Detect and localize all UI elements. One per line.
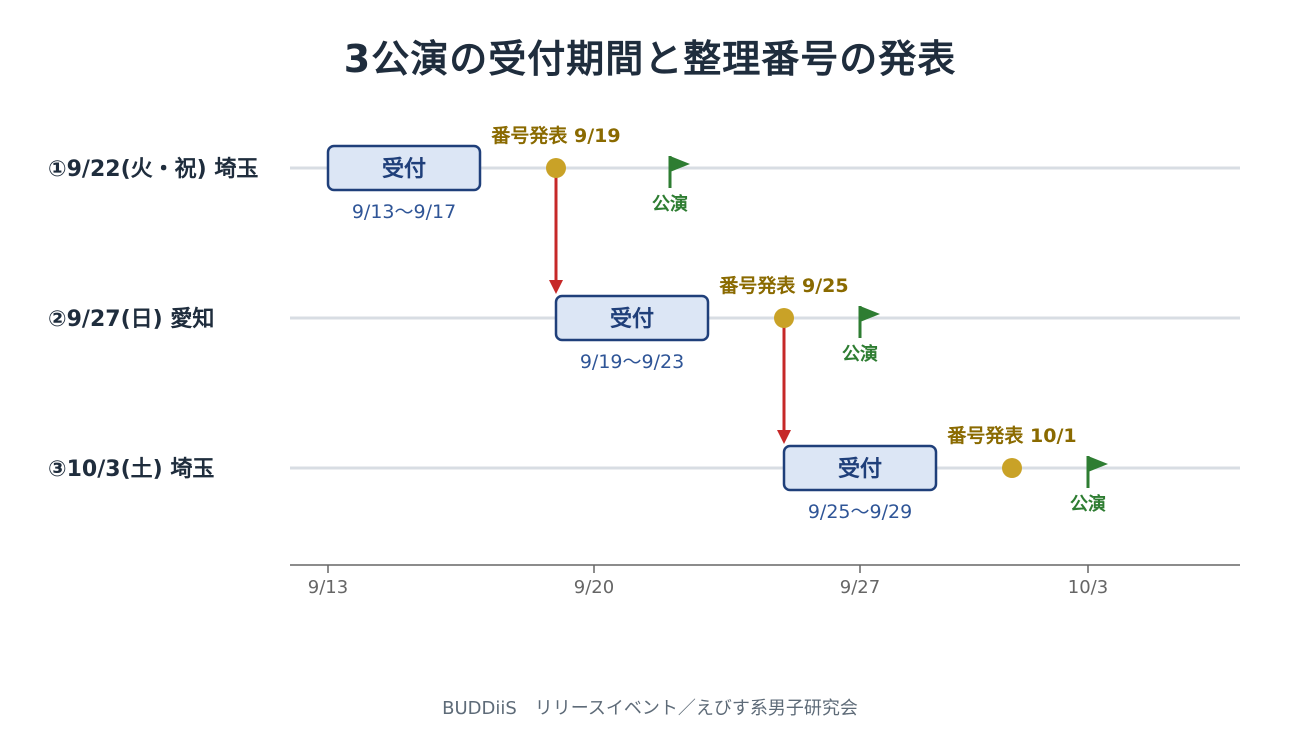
announcement-label: 番号発表 10/1 (946, 424, 1076, 447)
performance-label: 公演 (842, 343, 878, 365)
x-tick-label: 9/13 (308, 577, 348, 598)
announcement-label: 番号発表 9/25 (718, 274, 848, 297)
reception-bar (782, 444, 938, 492)
reception-range: 9/13〜9/17 (352, 201, 456, 223)
reception-bar (554, 294, 710, 342)
reception-range: 9/25〜9/29 (808, 501, 912, 523)
reception-label: 受付 (838, 456, 882, 482)
reception-label: 受付 (610, 306, 654, 332)
footer-credit: BUDDiiS リリースイベント／えびす系男子研究会 (442, 698, 858, 719)
performance-label: 公演 (652, 193, 688, 215)
flag-icon (670, 156, 690, 172)
chart-title: 3公演の受付期間と整理番号の発表 (343, 37, 957, 81)
reception-bar (326, 144, 482, 192)
reception-range: 9/19〜9/23 (580, 351, 684, 373)
reception-label: 受付 (382, 156, 426, 182)
announcement-point (1002, 458, 1022, 478)
announcement-point (546, 158, 566, 178)
row-label: ①9/22(火・祝) 埼玉 (48, 157, 258, 182)
flag-icon (1088, 456, 1108, 472)
x-tick-label: 9/20 (574, 577, 614, 598)
flag-icon (860, 306, 880, 322)
link-arrowhead (549, 280, 563, 294)
row-label: ②9/27(日) 愛知 (48, 306, 214, 332)
announcement-label: 番号発表 9/19 (490, 124, 620, 147)
announcement-point (774, 308, 794, 328)
link-arrowhead (777, 430, 791, 444)
x-tick-label: 9/27 (840, 577, 880, 598)
x-tick-label: 10/3 (1068, 577, 1108, 598)
row-label: ③10/3(土) 埼玉 (48, 457, 214, 482)
performance-label: 公演 (1070, 493, 1106, 515)
